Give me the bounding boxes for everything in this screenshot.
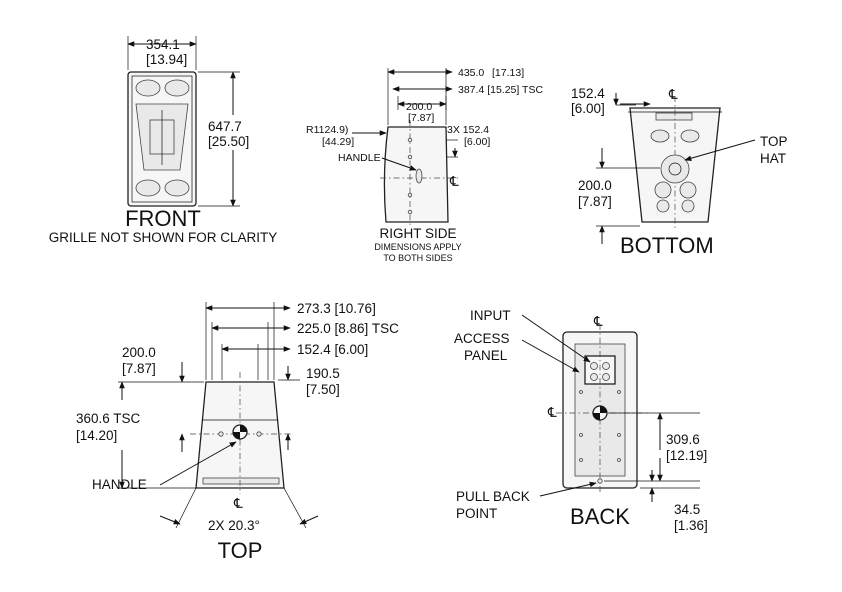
front-width-in: [13.94]	[146, 52, 187, 67]
side-spacing-in: [6.00]	[464, 136, 490, 148]
bottom-view: ℄ 152.4 [6.00] 200.0 [7.87] TOP HAT BOTT…	[571, 86, 788, 258]
bottom-dim2-in: [7.87]	[578, 194, 612, 209]
front-speaker-outline	[127, 71, 197, 207]
side-depth-mm: 435.0	[458, 67, 484, 79]
top-dim-c: 152.4 [6.00]	[297, 342, 368, 357]
back-access-panel-callout: ACCESS PANEL	[454, 331, 580, 373]
side-radius-in: [44.29]	[322, 136, 354, 148]
right-side-spacing-callout: 3X 152.4 [6.00]	[446, 124, 490, 158]
back-input-label: INPUT	[470, 308, 511, 323]
top-outline	[190, 372, 292, 494]
bottom-dim2-mm: 200.0	[578, 178, 612, 193]
side-centerline-symbol: ℄	[449, 174, 459, 189]
front-title: FRONT	[125, 206, 201, 231]
bottom-dim1-in: [6.00]	[571, 101, 605, 116]
back-dim1-in: [12.19]	[666, 448, 707, 463]
back-dim2-mm: 34.5	[674, 502, 700, 517]
top-left-in: [7.87]	[122, 361, 156, 376]
top-left-mm: 200.0	[122, 345, 156, 360]
top-tsc-mm: 360.6 TSC	[76, 411, 141, 426]
front-width-dimension: 354.1 [13.94]	[127, 36, 197, 70]
top-width-dimensions: 273.3 [10.76] 225.0 [8.86] TSC 152.4 [6.…	[205, 301, 399, 380]
top-tsc-in: [14.20]	[76, 428, 117, 443]
side-radius-mm: R1124.9)	[306, 124, 348, 136]
bottom-title: BOTTOM	[620, 233, 714, 258]
side-spacing-mm: 3X 152.4	[447, 124, 489, 136]
top-centerline-symbol: ℄	[233, 496, 243, 511]
back-centerline-left: ℄	[547, 405, 557, 420]
back-access-label-2: PANEL	[464, 348, 508, 363]
side-handle-label: HANDLE	[338, 152, 381, 164]
bottom-centerline-symbol: ℄	[668, 87, 678, 102]
front-height-dimension: 647.7 [25.50]	[198, 71, 249, 207]
front-height-mm: 647.7	[208, 119, 242, 134]
side-depth-in: [17.13]	[492, 67, 524, 79]
bottom-depth-dimension: 200.0 [7.87]	[578, 148, 660, 244]
back-input-callout: INPUT	[470, 308, 591, 363]
top-dim-a: 273.3 [10.76]	[297, 301, 376, 316]
right-side-note-2: TO BOTH SIDES	[383, 253, 452, 263]
right-side-title: RIGHT SIDE	[379, 226, 456, 241]
top-left-dimension: 200.0 [7.87]	[122, 345, 204, 452]
back-outline	[556, 324, 648, 494]
top-right-in: [7.50]	[306, 382, 340, 397]
bottom-outline	[628, 96, 722, 228]
back-dim1-mm: 309.6	[666, 432, 700, 447]
bottom-dim1-mm: 152.4	[571, 86, 605, 101]
back-pull-point-callout: PULL BACK POINT	[456, 481, 597, 521]
side-inner-mm: 200.0	[406, 101, 432, 113]
right-side-view: 435.0 [17.13] 387.4 [15.25] TSC 200.0 [7…	[306, 67, 543, 263]
front-view: 354.1 [13.94] 647.7 [25.50] FRONT GRILLE…	[49, 36, 278, 245]
back-dim2-in: [1.36]	[674, 518, 708, 533]
back-access-label-1: ACCESS	[454, 331, 510, 346]
top-right-mm: 190.5	[306, 366, 340, 381]
top-tsc-dimension: 360.6 TSC [14.20]	[76, 381, 196, 489]
top-view: 273.3 [10.76] 225.0 [8.86] TSC 152.4 [6.…	[76, 301, 399, 563]
side-inner-in: [7.87]	[408, 112, 434, 124]
right-side-outline	[380, 120, 460, 225]
back-centerline-top: ℄	[593, 314, 603, 329]
top-handle-callout: HANDLE	[92, 441, 237, 492]
right-side-handle-callout: HANDLE	[338, 152, 417, 171]
tophat-label-2: HAT	[760, 151, 786, 166]
right-side-depth-dimension: 435.0 [17.13] 387.4 [15.25] TSC 200.0 [7…	[387, 67, 543, 125]
front-height-in: [25.50]	[208, 134, 249, 149]
bottom-tophat-callout: TOP HAT	[684, 134, 788, 166]
back-pull-label-1: PULL BACK	[456, 489, 530, 504]
top-handle-label: HANDLE	[92, 477, 147, 492]
top-title: TOP	[218, 538, 263, 563]
back-title: BACK	[570, 504, 630, 529]
right-side-note-1: DIMENSIONS APPLY	[374, 242, 461, 252]
back-height-dimensions: 309.6 [12.19] 34.5 [1.36]	[604, 412, 708, 533]
back-view: ℄ ℄ INPUT ACCESS PANEL PULL BACK POINT 3…	[454, 308, 708, 533]
right-side-radius-callout: R1124.9) [44.29]	[306, 124, 387, 148]
top-angle-label: 2X 20.3°	[208, 518, 260, 533]
top-dim-b: 225.0 [8.86] TSC	[297, 321, 399, 336]
front-note: GRILLE NOT SHOWN FOR CLARITY	[49, 230, 278, 245]
side-tsc: 387.4 [15.25] TSC	[458, 84, 543, 96]
top-right-dimension: 190.5 [7.50]	[278, 366, 340, 450]
bottom-top-dimension: 152.4 [6.00]	[571, 86, 651, 116]
back-pull-label-2: POINT	[456, 506, 497, 521]
tophat-label-1: TOP	[760, 134, 788, 149]
front-width-mm: 354.1	[146, 37, 180, 52]
top-angle-dimension: 2X 20.3°	[159, 487, 319, 533]
